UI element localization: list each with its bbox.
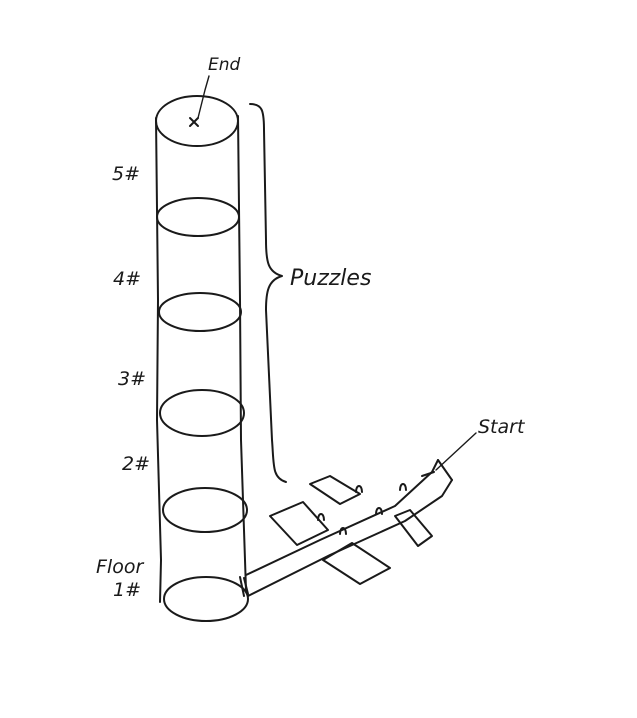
- corridor-peg-3: [355, 485, 363, 493]
- floor-word-label: Floor: [96, 556, 144, 578]
- start-label: Start: [478, 416, 526, 438]
- floor-label-4: 4#: [113, 268, 141, 290]
- floor-2-ellipse: [162, 487, 248, 533]
- tower: [155, 75, 249, 622]
- end-label: End: [208, 55, 241, 75]
- corridor: [239, 432, 477, 597]
- side-plate-far: [394, 509, 433, 547]
- floor-label-5: 5#: [112, 163, 140, 185]
- start-marker: [421, 471, 435, 477]
- corridor-bottom-edge: [247, 479, 453, 597]
- floor-4-ellipse: [158, 292, 242, 332]
- side-plate-right-front: [322, 542, 391, 585]
- corridor-peg-1: [317, 513, 325, 521]
- top-ellipse-end: [155, 95, 239, 147]
- tower-left-wall: [155, 117, 162, 603]
- floor-1-ellipse: [163, 576, 249, 622]
- end-arrow: [197, 75, 210, 119]
- puzzles-label: Puzzles: [290, 266, 371, 291]
- floor-label-3: 3#: [118, 368, 146, 390]
- corridor-peg-5: [399, 483, 407, 491]
- floor-label-2: 2#: [122, 453, 150, 475]
- corridor-peg-4: [375, 507, 383, 515]
- side-plate-left: [269, 501, 329, 546]
- floor-5-ellipse: [156, 197, 240, 237]
- floor-3-ellipse: [159, 389, 245, 437]
- end-marker-cross: [189, 117, 199, 127]
- corridor-entry-notch: [239, 576, 249, 597]
- corridor-peg-2: [339, 527, 347, 535]
- corridor-end-cap: [437, 459, 453, 481]
- corridor-top-edge: [245, 459, 439, 576]
- side-plate-back: [309, 475, 361, 505]
- tower-right-wall: [237, 115, 247, 591]
- start-arrow: [435, 432, 477, 471]
- puzzles-bracket: [249, 103, 287, 483]
- floor-label-1: 1#: [113, 579, 141, 601]
